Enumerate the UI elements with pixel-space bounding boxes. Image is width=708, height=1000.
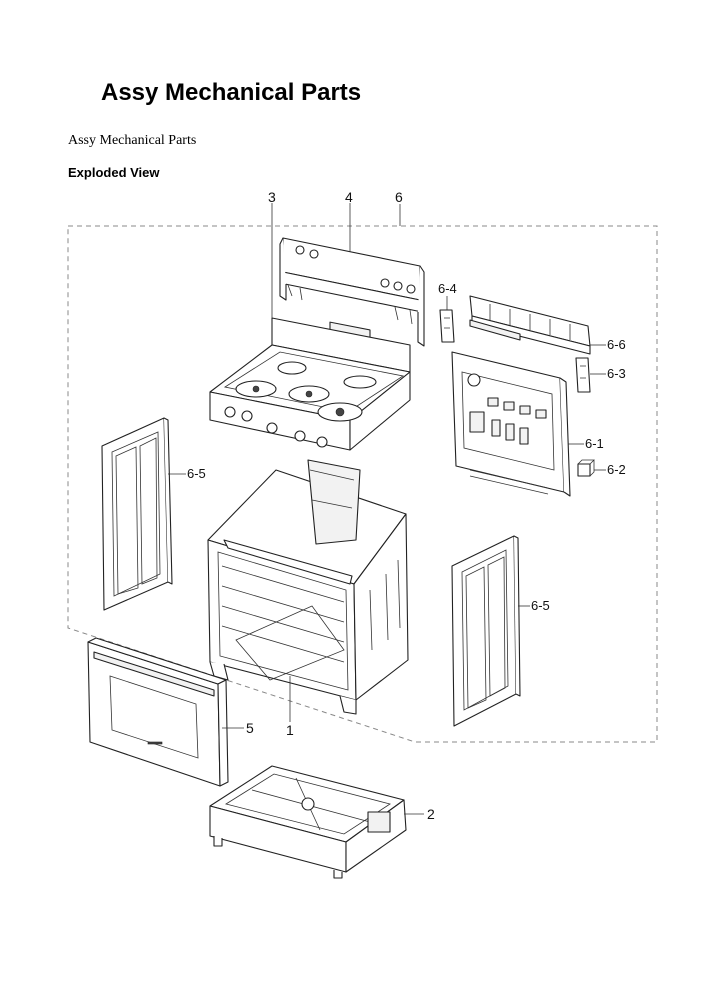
callout-3: 3 bbox=[268, 189, 276, 205]
callout-6: 6 bbox=[395, 189, 403, 205]
part-side-panel-left bbox=[101, 417, 173, 611]
callout-4: 4 bbox=[345, 189, 353, 205]
leader-lines bbox=[168, 203, 606, 815]
part-hinge-bracket-6-4 bbox=[439, 309, 455, 343]
callout-6-5-left: 6-5 bbox=[187, 466, 206, 481]
callout-6-2: 6-2 bbox=[607, 462, 626, 477]
page-title: Assy Mechanical Parts bbox=[101, 79, 362, 106]
part-storage-drawer bbox=[209, 765, 407, 879]
part-bracket-6-3 bbox=[575, 357, 591, 393]
part-cooktop bbox=[209, 317, 411, 451]
callout-6-4: 6-4 bbox=[438, 281, 457, 296]
part-rear-bracket bbox=[469, 295, 591, 355]
part-rear-panel bbox=[451, 351, 571, 497]
page-subtitle: Assy Mechanical Parts bbox=[68, 133, 197, 148]
callout-5: 5 bbox=[246, 720, 254, 736]
callout-6-1: 6-1 bbox=[585, 436, 604, 451]
part-oven-door bbox=[87, 637, 229, 787]
part-block-6-2 bbox=[577, 459, 595, 477]
callout-6-5-right: 6-5 bbox=[531, 598, 550, 613]
callout-6-3: 6-3 bbox=[607, 366, 626, 381]
section-heading: Exploded View bbox=[68, 165, 160, 180]
assembly-6-boundary bbox=[67, 225, 658, 743]
part-oven-cavity bbox=[207, 459, 409, 715]
callout-6-6: 6-6 bbox=[607, 337, 626, 352]
part-side-panel-right bbox=[451, 535, 521, 727]
callout-1: 1 bbox=[286, 722, 294, 738]
part-control-panel bbox=[279, 237, 425, 347]
callout-2: 2 bbox=[427, 806, 435, 822]
